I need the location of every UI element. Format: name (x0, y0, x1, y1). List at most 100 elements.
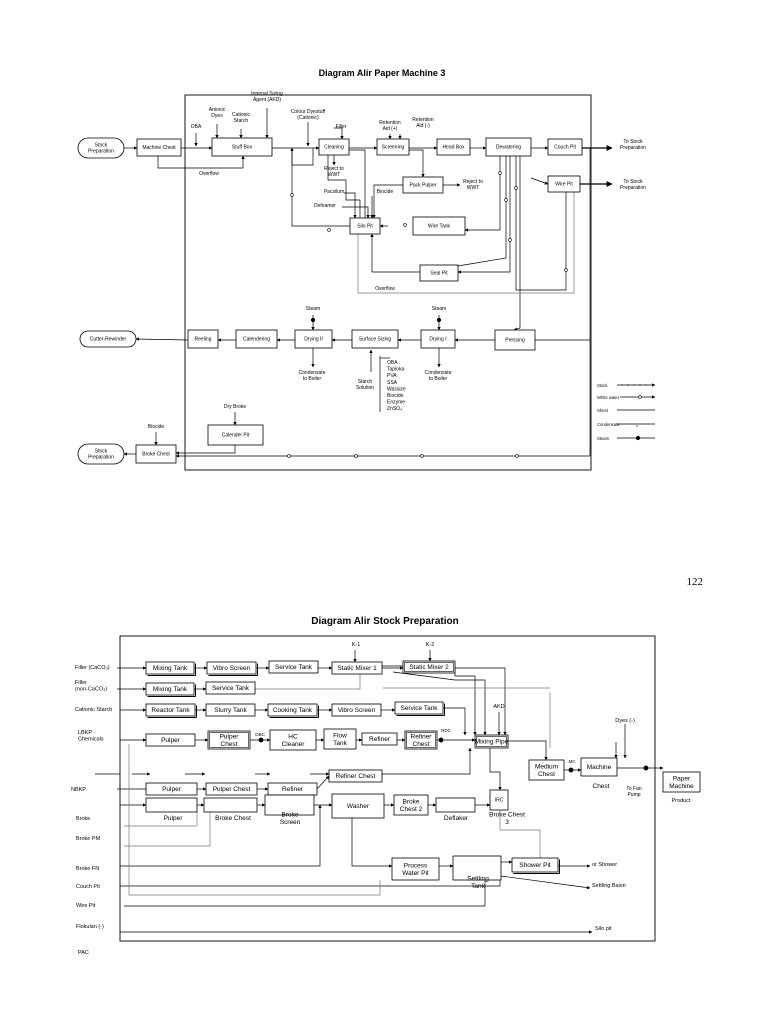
slurry-tank: Slurry Tank (205, 703, 256, 717)
legend-3: Condensate (597, 422, 620, 427)
diagram2-title: Diagram Alir Stock Preparation (311, 616, 458, 627)
input-couch-pit: Couch Pit (76, 884, 100, 890)
mixing-pipe-label: Mixing Pipe (475, 739, 509, 746)
dry-broke-label: Dry Broke (224, 404, 246, 410)
service-tank-3-label: Service Tank (400, 705, 438, 712)
refiner-2: Refiner (267, 782, 318, 796)
legend-4: Steam (597, 436, 610, 441)
input-nbkp: NBKP (71, 787, 86, 793)
additive-6: Enzyme (387, 400, 405, 406)
calendering: Calendering (235, 329, 278, 349)
pacsilum-label: Pacsilum (324, 189, 344, 195)
machine-chest-1: Machine Chest (136, 138, 182, 157)
mixing-tank-1: Mixing Tank (145, 661, 196, 676)
dyes-label: Dyes (-) (615, 718, 635, 724)
reeling-label: Reeling (195, 337, 212, 343)
overflow-label-2: Overflow (375, 286, 395, 292)
k1-label: K-1 (352, 642, 361, 648)
mixing-tank-2-label: Mixing Tank (153, 686, 188, 693)
input-wire-pit: Wire Pit (76, 903, 96, 909)
calender-pit: Calender Pit (207, 424, 264, 446)
shower-pit: Shower Pit (511, 857, 560, 874)
service-tank-1: Service Tank (268, 660, 319, 674)
machine-chest-1-label: Machine Chest (142, 145, 176, 151)
surface-sizing-label: Surface Sizing (359, 337, 391, 343)
silo-pit-label: Silo Pit (357, 224, 373, 230)
seal-pit: Seal Pit (419, 264, 459, 282)
cutter-rewinder: Cutter-Rewinder (79, 330, 137, 348)
biocide-label-1: Biocide (377, 189, 394, 195)
rdc-label: RDC (441, 728, 451, 733)
input-pac: PAC (78, 950, 89, 956)
drying-1: Drying I (420, 329, 456, 349)
wire-pit: Wire Pit (547, 175, 581, 193)
steam-label-2: Steam (432, 306, 446, 312)
drying-2: Drying II (294, 329, 333, 349)
drying-1-label: Drying I (429, 337, 446, 343)
service-tank-2: Service Tank (205, 681, 256, 695)
akd-label: AKD (493, 704, 504, 710)
biocide-label-2: Biocide (148, 424, 165, 430)
stuff-box: Stuff Box (211, 137, 273, 157)
service-tank-2-label: Service Tank (212, 685, 250, 692)
slurry-tank-label: Slurry Tank (214, 707, 247, 714)
surface-sizing: Surface Sizing (351, 329, 399, 349)
pressing-label: Pressing (505, 338, 525, 344)
legend-2: Sheet (597, 408, 609, 413)
washer: Washer (331, 793, 385, 819)
or-shower-label: or Shower (592, 862, 617, 868)
pulper-3-box: Pulper (145, 797, 198, 813)
shower-pit-label: Shower Pit (519, 862, 551, 869)
input-broke: Broke (76, 816, 90, 822)
dewatering: Dewatering (485, 137, 532, 157)
page-number: 122 (687, 576, 704, 588)
screening-label: Screening (382, 145, 405, 151)
wire-tank-label: Wire Tank (428, 224, 451, 230)
input-flokulan: Flokulan (-) (76, 924, 104, 930)
dewatering-label: Dewatering (496, 145, 522, 151)
mixing-tank-1-label: Mixing Tank (153, 665, 188, 672)
pulper-1: Pulper (145, 733, 196, 747)
additive-2: PVA (387, 373, 397, 379)
input-filler-caco3: Filler (CaCO₃) (75, 665, 110, 671)
steam-label-1: Steam (306, 306, 320, 312)
pack-pulper: Pack Pulper (402, 176, 444, 194)
calender-pit-label: Calender Pit (222, 433, 250, 439)
pulper-chest-2: Pulper Chest (205, 782, 258, 796)
additive-3: SSA (387, 380, 398, 386)
static-mixer-1: Static Mixer 1 (331, 661, 383, 675)
mc-label: MC (569, 759, 577, 764)
additive-4: Wassize (387, 386, 406, 392)
couch-pit-label: Couch Pit (554, 145, 576, 151)
refiner-1-label: Refiner (369, 736, 391, 743)
legend-0: Stock (597, 383, 608, 388)
head-box-label: Head Box (443, 145, 465, 151)
diagram2-frame (119, 635, 656, 942)
wire-tank: Wire Tank (412, 216, 466, 236)
stuff-box-label: Stuff Box (232, 145, 253, 151)
vibro-screen-2: Vibro Screen (331, 703, 382, 717)
diagram1-frame (184, 94, 592, 471)
pulper-2: Pulper (145, 782, 198, 796)
static-mixer-2: Static Mixer 2 (402, 660, 456, 674)
reeling: Reeling (187, 329, 219, 349)
settling-basin-label: Settling Basin (592, 883, 626, 889)
